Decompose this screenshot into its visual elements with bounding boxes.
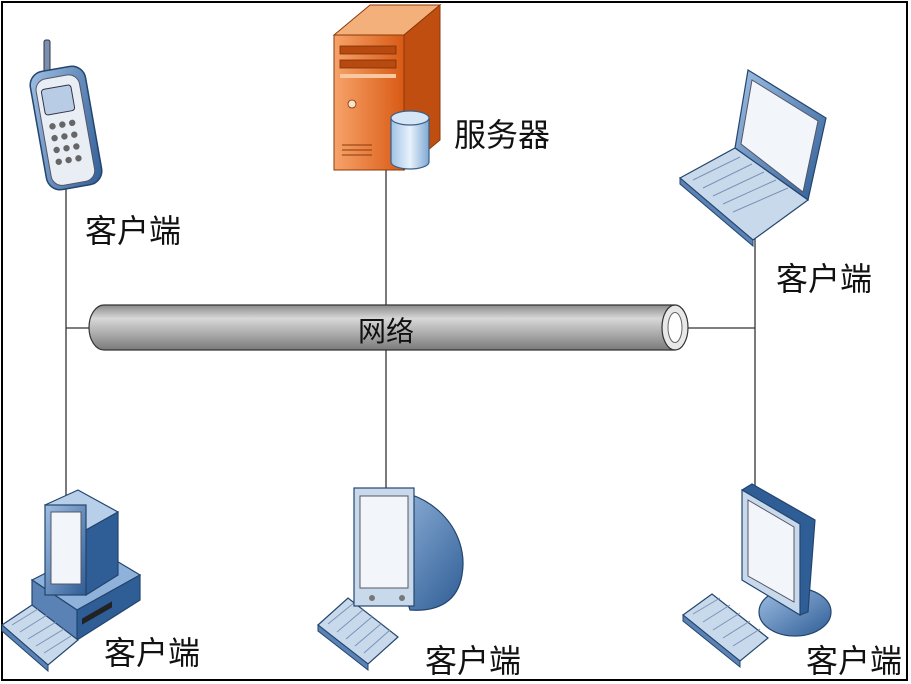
laptop-icon	[678, 69, 827, 248]
client-crt-label: 客户端	[425, 642, 522, 680]
database-icon	[390, 110, 430, 170]
desktop-pc-icon	[30, 489, 142, 642]
network-pipe	[88, 304, 689, 351]
keyboard-icon	[1, 604, 79, 673]
client-desktop-label: 客户端	[104, 634, 201, 672]
keyboard-icon	[317, 597, 399, 672]
flat-monitor-icon	[741, 483, 832, 637]
server-icon	[332, 3, 442, 172]
mobile-phone-icon	[29, 39, 103, 191]
client-phone-label: 客户端	[85, 212, 182, 250]
client-laptop-label: 客户端	[776, 260, 873, 298]
crt-monitor-icon	[353, 487, 464, 611]
server-label: 服务器	[454, 116, 551, 154]
client-flat-label: 客户端	[806, 642, 903, 680]
keyboard-icon	[682, 593, 769, 669]
network-label: 网络	[358, 315, 415, 348]
